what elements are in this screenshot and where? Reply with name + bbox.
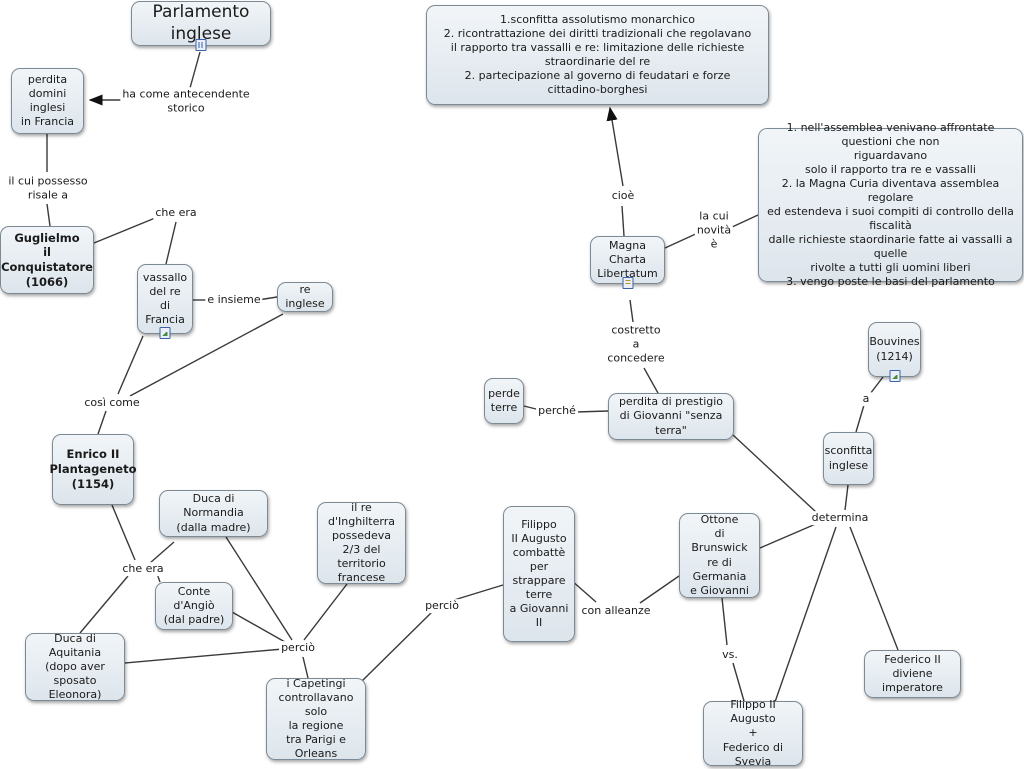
node-sconfitta-assolutismo[interactable]: 1.sconfitta assolutismo monarchico 2. ri… xyxy=(426,5,769,105)
node-label: Bouvines (1214) xyxy=(869,335,920,363)
image-icon[interactable] xyxy=(889,370,900,382)
link-cioe: cioè xyxy=(609,189,637,203)
link-con-alleanze: con alleanze xyxy=(579,604,653,618)
node-label: perde terre xyxy=(488,386,520,414)
node-re-inghilterra[interactable]: il re d'Inghilterra possedeva 2/3 del te… xyxy=(317,500,406,585)
node-label: Ottone di Brunswick re di Germania e Gio… xyxy=(690,513,749,597)
node-magna-charta[interactable]: Magna Charta Libertatum xyxy=(590,236,665,289)
node-ottone[interactable]: Ottone di Brunswick re di Germania e Gio… xyxy=(679,513,760,598)
node-label: sconfitta inglese xyxy=(824,444,873,472)
document-icon[interactable] xyxy=(622,277,633,289)
link-la-cui-novita: la cui novità è xyxy=(694,209,734,251)
node-filippo[interactable]: Filippo II Augusto combattè per strappar… xyxy=(503,506,575,642)
link-che-era-1: che era xyxy=(153,206,199,220)
node-duca-normandia[interactable]: Duca di Normandia (dalla madre) xyxy=(159,490,268,537)
link-che-era-2: che era xyxy=(120,562,166,576)
node-label: 1.sconfitta assolutismo monarchico 2. ri… xyxy=(443,12,752,97)
node-label: Guglielmo il Conquistatore (1066) xyxy=(1,230,93,289)
node-label: il re d'Inghilterra possedeva 2/3 del te… xyxy=(328,500,395,585)
link-a: a xyxy=(860,392,872,406)
link-perche: perché xyxy=(536,404,578,418)
link-percio-2: perciò xyxy=(423,599,461,613)
link-ha-come-antecedente: ha come antecendente storico xyxy=(120,87,252,115)
node-label: Federico II diviene imperatore xyxy=(882,652,943,695)
node-label: perdita di prestigio di Giovanni "senza … xyxy=(618,395,724,437)
link-e-insieme: e insieme xyxy=(205,293,263,307)
node-guglielmo[interactable]: Guglielmo il Conquistatore (1066) xyxy=(0,226,94,294)
node-duca-aquitania[interactable]: Duca di Aquitania (dopo aver sposato Ele… xyxy=(25,631,125,702)
node-re-inglese[interactable]: re inglese xyxy=(277,282,333,312)
node-novita[interactable]: 1. nell'assemblea venivano affrontate qu… xyxy=(758,121,1023,288)
node-label: Duca di Aquitania (dopo aver sposato Ele… xyxy=(45,631,105,702)
link-cosi-come: così come xyxy=(82,396,142,410)
node-label: Filippo II Augusto + Federico di Svevia xyxy=(722,698,784,768)
node-label: Enrico II Plantageneto (1154) xyxy=(49,447,137,491)
image-icon[interactable] xyxy=(159,327,171,339)
node-filippo-federico[interactable]: Filippo II Augusto + Federico di Svevia xyxy=(703,698,803,768)
node-federico-imperatore[interactable]: Federico II diviene imperatore xyxy=(864,650,961,698)
node-enrico[interactable]: Enrico II Plantageneto (1154) xyxy=(49,434,137,505)
link-vs: vs. xyxy=(720,648,740,662)
node-label: 1. nell'assemblea venivano affrontate qu… xyxy=(767,120,1014,289)
node-perdita-domini[interactable]: perdita domini inglesi in Francia xyxy=(11,68,84,134)
node-label: Filippo II Augusto combattè per strappar… xyxy=(509,517,569,630)
link-il-cui-possesso: il cui possesso risale a xyxy=(6,174,90,202)
node-label: Magna Charta Libertatum xyxy=(597,238,658,281)
node-label: Duca di Normandia (dalla madre) xyxy=(176,492,251,534)
node-conte-angio[interactable]: Conte d'Angiò (dal padre) xyxy=(155,582,233,630)
spreadsheet-icon[interactable] xyxy=(195,39,207,51)
node-perdita-prestigio[interactable]: perdita di prestigio di Giovanni "senza … xyxy=(608,393,734,440)
node-vassallo[interactable]: vassallo del re di Francia xyxy=(137,264,193,339)
node-label: i Capetingi controllavano solo la region… xyxy=(278,676,354,761)
node-perde-terre[interactable]: perde terre xyxy=(484,378,524,424)
node-sconfitta-inglese[interactable]: sconfitta inglese xyxy=(823,432,874,485)
link-determina: determina xyxy=(809,511,871,525)
link-costretto: costretto a concedere xyxy=(605,323,667,365)
node-label: vassallo del re di Francia xyxy=(142,270,188,327)
node-capetingi[interactable]: i Capetingi controllavano solo la region… xyxy=(266,676,366,761)
node-label: re inglese xyxy=(285,282,325,310)
link-percio-1: perciò xyxy=(279,641,317,655)
node-parlamento-inglese[interactable]: Parlamento inglese xyxy=(131,1,271,51)
node-label: Conte d'Angiò (dal padre) xyxy=(163,584,225,627)
node-label: perdita domini inglesi in Francia xyxy=(20,72,75,129)
node-bouvines[interactable]: Bouvines (1214) xyxy=(868,322,921,382)
node-label: Parlamento inglese xyxy=(152,1,250,44)
